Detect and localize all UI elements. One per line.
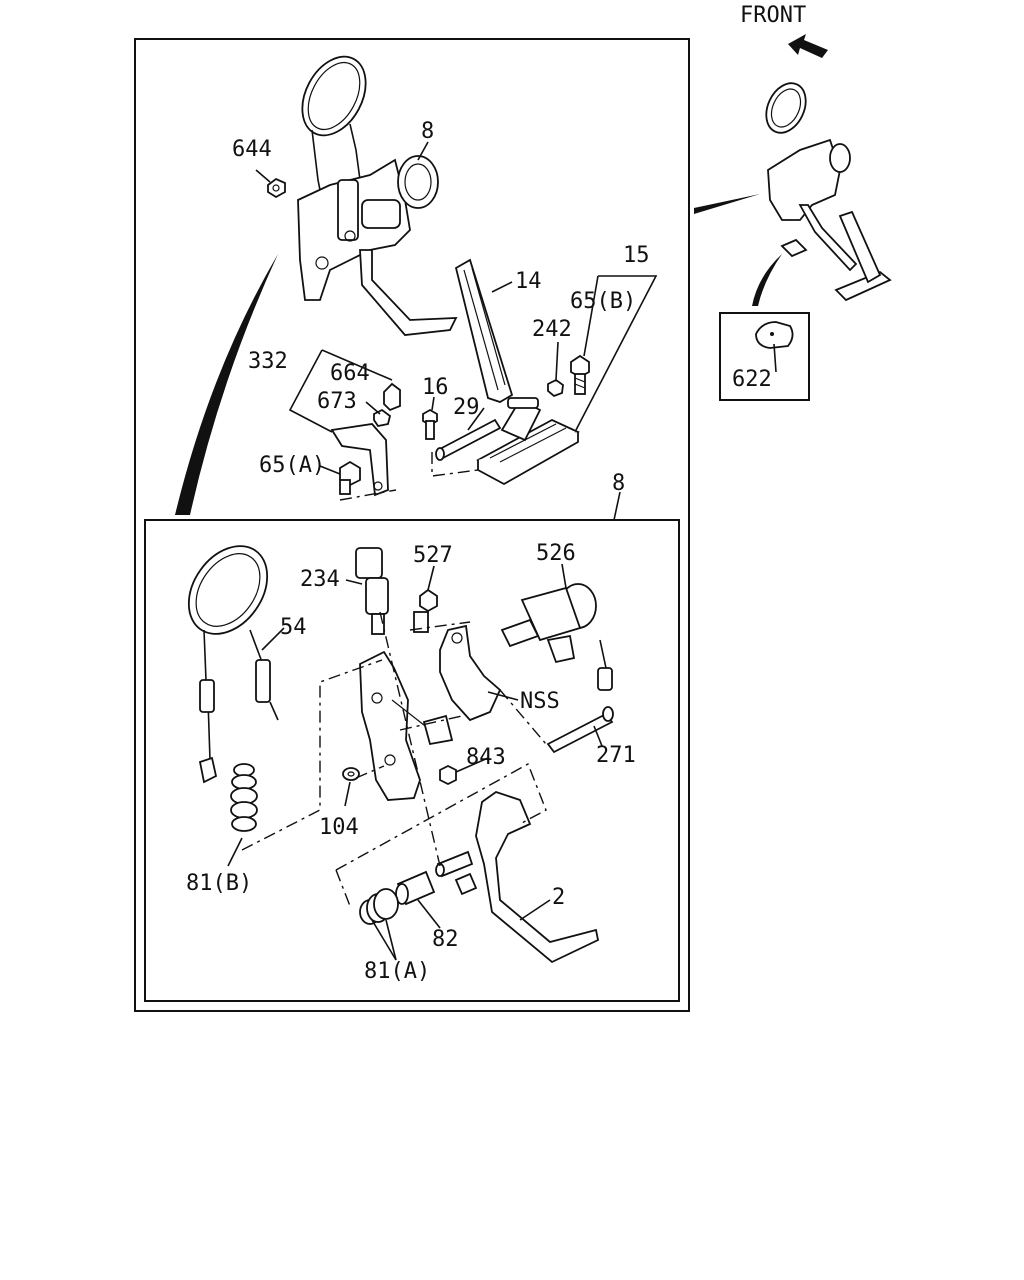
front-label: FRONT xyxy=(740,3,806,28)
pedal-base-15 xyxy=(476,397,580,486)
label-664: 664 xyxy=(330,361,370,386)
nut-644 xyxy=(267,177,286,199)
sensor-234 xyxy=(355,547,389,635)
side-view-assembly xyxy=(765,82,892,302)
label-16: 16 xyxy=(422,375,449,400)
label-nss: NSS xyxy=(520,689,560,714)
part-622-pointer xyxy=(752,254,782,306)
spring-81b xyxy=(230,763,258,832)
pedal-pad-14 xyxy=(454,258,514,403)
main-frame xyxy=(134,38,690,1012)
pedal-arm-2 xyxy=(454,791,600,964)
label-2: 2 xyxy=(552,885,565,910)
label-65b: 65(B) xyxy=(570,289,636,314)
label-8-top: 8 xyxy=(421,119,434,144)
washer-104 xyxy=(342,767,360,781)
lever-plate xyxy=(359,650,454,801)
nut-242 xyxy=(547,378,564,398)
arrow-up-left-icon xyxy=(788,34,828,58)
pin-271 xyxy=(546,706,614,754)
assembly-pointer xyxy=(175,254,278,515)
actuator-526 xyxy=(500,583,613,691)
label-65a: 65(A) xyxy=(259,453,325,478)
bolt-65b xyxy=(570,354,590,395)
pad-622 xyxy=(755,321,794,349)
label-526: 526 xyxy=(536,541,576,566)
label-81b: 81(B) xyxy=(186,871,252,896)
label-54: 54 xyxy=(280,615,307,640)
nut-843 xyxy=(439,764,457,786)
bushing-82 xyxy=(395,850,474,906)
spring-81a xyxy=(359,888,399,925)
top-pedal-assembly xyxy=(297,55,458,336)
cable-54 xyxy=(187,545,279,784)
label-29: 29 xyxy=(453,395,480,420)
label-673: 673 xyxy=(317,389,357,414)
bolt-65a xyxy=(339,460,361,495)
label-644: 644 xyxy=(232,137,272,162)
label-15: 15 xyxy=(623,243,650,268)
label-81a: 81(A) xyxy=(364,959,430,984)
leader-lines xyxy=(227,141,777,961)
label-622: 622 xyxy=(732,367,772,392)
label-843: 843 xyxy=(466,745,506,770)
label-332: 332 xyxy=(248,349,288,374)
label-8-inset: 8 xyxy=(612,471,625,496)
label-82: 82 xyxy=(432,927,459,952)
side-view-pointer xyxy=(694,194,760,214)
pin-29 xyxy=(435,418,502,461)
bracket-nss xyxy=(439,624,502,722)
part-622-frame xyxy=(719,312,810,401)
label-527: 527 xyxy=(413,543,453,568)
label-14: 14 xyxy=(515,269,542,294)
bolt-527 xyxy=(413,588,438,633)
label-234: 234 xyxy=(300,567,340,592)
label-242: 242 xyxy=(532,317,572,342)
label-104: 104 xyxy=(319,815,359,840)
inset-frame xyxy=(144,519,680,1002)
bolt-16 xyxy=(422,408,438,440)
label-271: 271 xyxy=(596,743,636,768)
alignment-lines xyxy=(241,452,547,907)
